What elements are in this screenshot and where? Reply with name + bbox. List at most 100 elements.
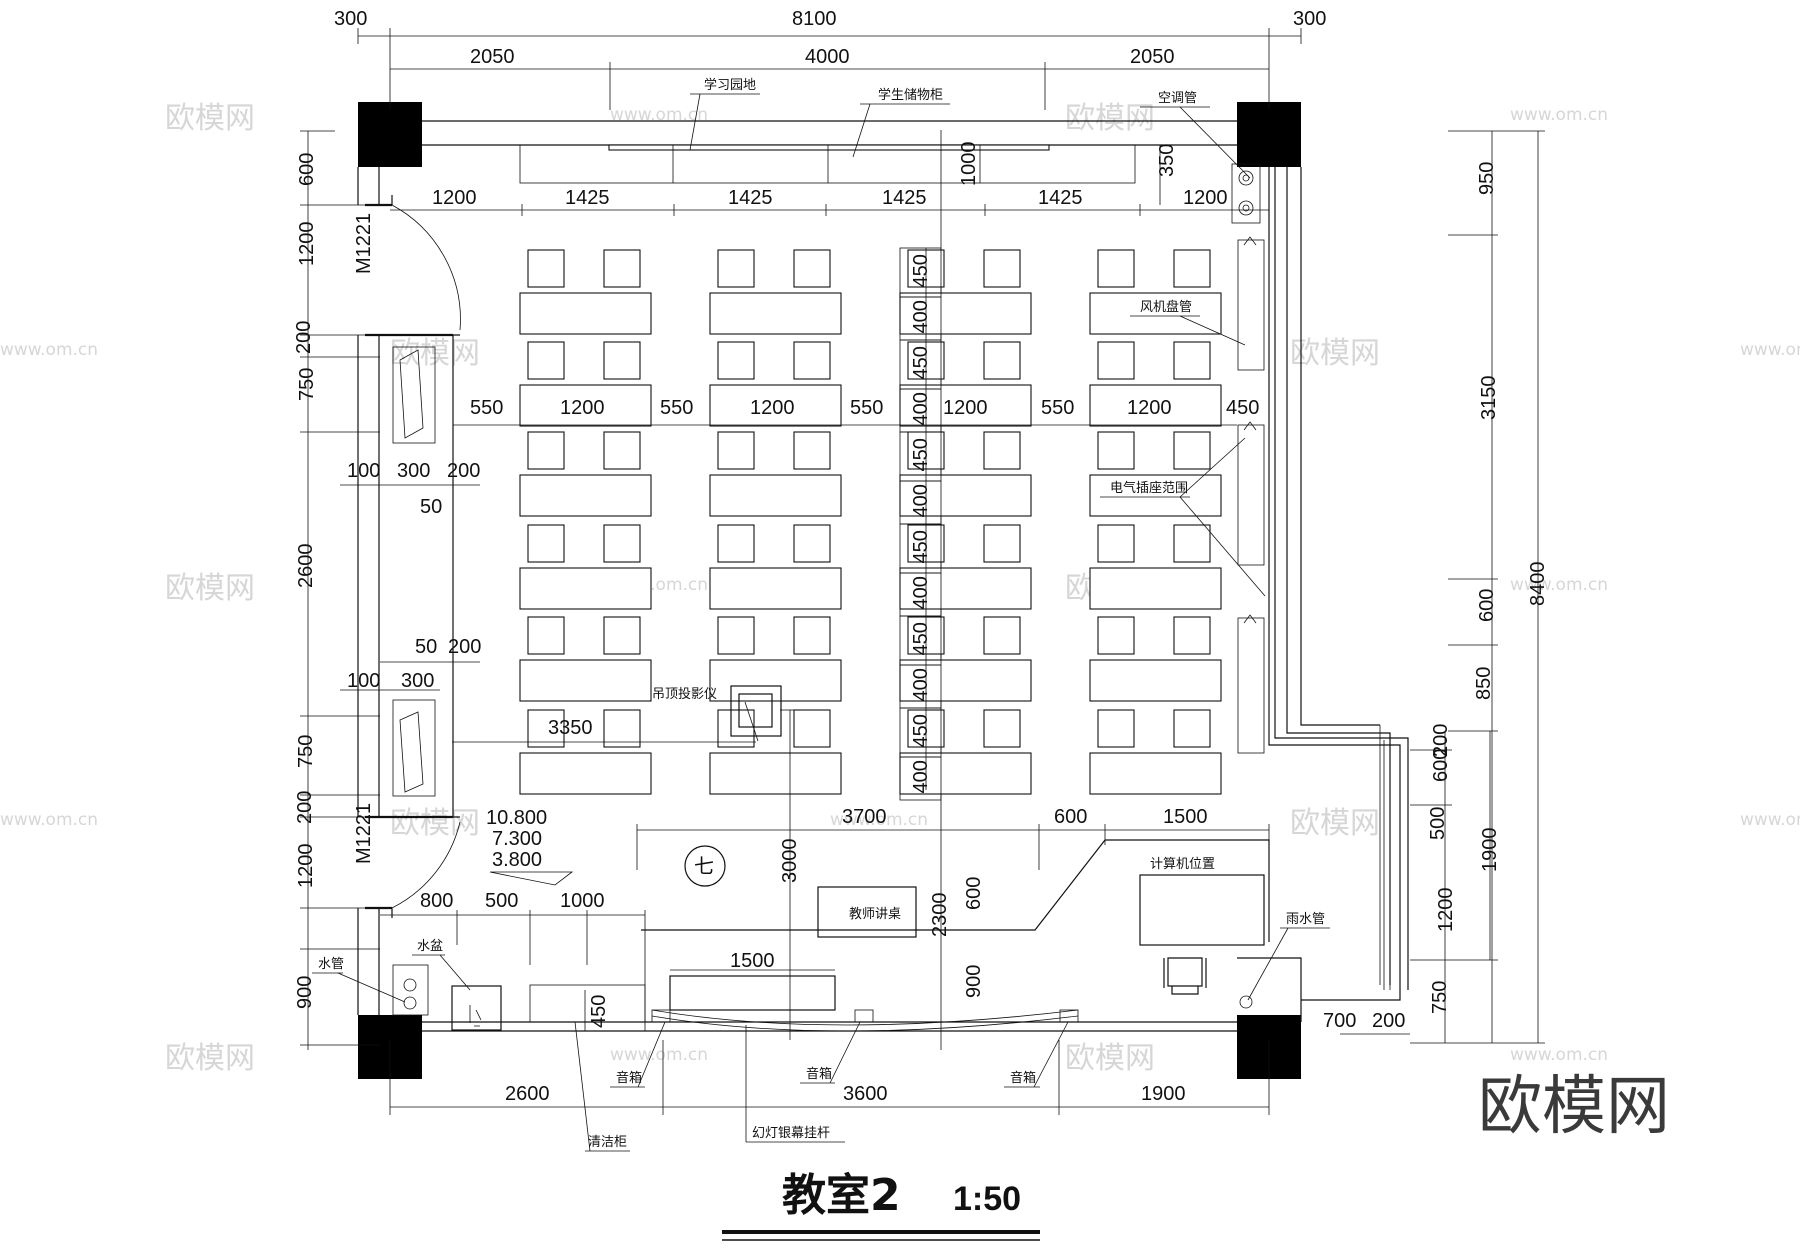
water-pipe-box xyxy=(392,964,429,1016)
label-screen-rod: 幻灯银幕挂杆 xyxy=(752,1126,830,1141)
watermark: 欧模网 xyxy=(1290,806,1380,841)
spacing-label: 400 xyxy=(910,300,932,333)
dim-label: 1425 xyxy=(728,187,773,209)
speaker-box xyxy=(854,1009,874,1023)
watermark: 欧模网 xyxy=(165,101,255,136)
water-pipe-icon xyxy=(403,996,417,1010)
screen-curve xyxy=(651,1015,1079,1032)
dim-label: 1500 xyxy=(730,950,775,972)
aisle-row-dimension: 550 1200 550 1200 550 1200 550 1200 450 xyxy=(453,397,1259,426)
dim-label: 200 xyxy=(448,636,481,658)
screen-curve xyxy=(651,1009,1079,1026)
dim-label: 2600 xyxy=(505,1083,550,1105)
watermark-url: www.om.cn xyxy=(1510,1045,1608,1065)
spacing-label: 450 xyxy=(910,714,932,747)
right-wall xyxy=(1268,167,1409,1001)
speaker-box xyxy=(651,1009,671,1023)
leader-line xyxy=(574,1021,591,1152)
dim-label: 300 xyxy=(1293,8,1326,30)
elevation: 10.800 xyxy=(486,807,547,829)
projector-inner xyxy=(738,693,773,728)
elevation-marker xyxy=(489,871,574,886)
dim-label: 2050 xyxy=(470,46,515,68)
dim-label: 750 xyxy=(295,735,317,768)
student-chair xyxy=(1173,431,1211,470)
dim-ticks xyxy=(389,1040,1270,1115)
cleaning-cabinet xyxy=(529,984,646,1023)
label-study: 学习园地 xyxy=(704,77,756,93)
student-desk xyxy=(1089,292,1222,335)
left-dimensions: 600 1200 200 750 2600 750 200 1200 900 xyxy=(293,130,380,1050)
dim-label: 800 xyxy=(420,890,453,912)
spacing-label: 450 xyxy=(910,254,932,287)
window-sash xyxy=(399,349,424,439)
rain-pipe-icon xyxy=(1239,995,1253,1009)
dim-label: 350 xyxy=(1156,144,1178,177)
label-computer: 计算机位置 xyxy=(1150,857,1215,872)
student-desk xyxy=(1089,384,1222,427)
spacing-label: 400 xyxy=(910,576,932,609)
student-desk xyxy=(899,292,1032,335)
dim-label: 1200 xyxy=(295,844,317,889)
student-chair xyxy=(793,431,831,470)
column-top-left xyxy=(358,102,422,167)
top-dimensions: 300 8100 300 2050 4000 2050 xyxy=(334,8,1326,110)
elevation: 3.800 xyxy=(492,849,542,871)
leader-line xyxy=(829,1021,861,1084)
student-chair xyxy=(527,341,565,380)
leader-line xyxy=(1247,927,1289,1001)
dim-ticks xyxy=(456,910,646,1031)
dim-label: 500 xyxy=(485,890,518,912)
student-chair xyxy=(717,341,755,380)
student-desk xyxy=(709,567,842,610)
dim-ticks xyxy=(636,824,1270,870)
label-projector: 吊顶投影仪 xyxy=(652,686,717,702)
student-desk xyxy=(1089,567,1222,610)
student-chair xyxy=(527,616,565,655)
student-chair xyxy=(983,431,1021,470)
dim-label: 450 xyxy=(1226,397,1259,419)
dim-label: 3700 xyxy=(842,806,887,828)
watermark-url: www.om.cn xyxy=(1740,340,1800,360)
dim-label: 200 xyxy=(1372,1010,1405,1032)
student-chair xyxy=(983,524,1021,563)
watermark-url: www.om.cn xyxy=(0,810,98,830)
label-cleaning: 清洁柜 xyxy=(588,1135,627,1150)
sink-basin xyxy=(451,985,502,1031)
dim-label: 600 xyxy=(296,153,318,186)
student-chair xyxy=(983,616,1021,655)
spacing-box xyxy=(899,756,942,801)
dim-label: 3600 xyxy=(843,1083,888,1105)
label-speaker: 音箱 xyxy=(616,1070,642,1086)
dim-label: 1200 xyxy=(1435,888,1457,933)
student-desk xyxy=(519,474,652,517)
study-board xyxy=(608,144,1050,151)
door-swing-arc xyxy=(391,204,461,331)
dim-label: 1500 xyxy=(1163,806,1208,828)
projector-group: 吊顶投影仪 3350 xyxy=(452,685,795,1040)
student-desk xyxy=(709,474,842,517)
label-speaker: 音箱 xyxy=(1010,1070,1036,1086)
leader-line xyxy=(337,972,406,1003)
watermark: 欧模网 xyxy=(165,1041,255,1076)
locker-dividers xyxy=(672,145,981,183)
leader-line xyxy=(1179,315,1246,346)
student-chair xyxy=(717,431,755,470)
desk-layer xyxy=(519,249,1222,795)
leader-line xyxy=(439,954,471,991)
dim-label: 600 xyxy=(1054,806,1087,828)
spacing-label: 450 xyxy=(910,346,932,379)
dim-label: 300 xyxy=(401,670,434,692)
leader-line xyxy=(1179,496,1266,597)
watermark: 欧模网 xyxy=(1065,1041,1155,1076)
ac-pipe-icon xyxy=(1238,200,1254,216)
title-scale: 1:50 xyxy=(953,1180,1021,1218)
student-chair xyxy=(717,709,755,748)
student-desk xyxy=(519,659,652,702)
watermark-url: www.om.cn xyxy=(1740,810,1800,830)
dim-ticks xyxy=(1410,130,1545,1044)
student-chair xyxy=(1097,431,1135,470)
dim-label: 2300 xyxy=(929,893,951,938)
dim-label: 1200 xyxy=(943,397,988,419)
